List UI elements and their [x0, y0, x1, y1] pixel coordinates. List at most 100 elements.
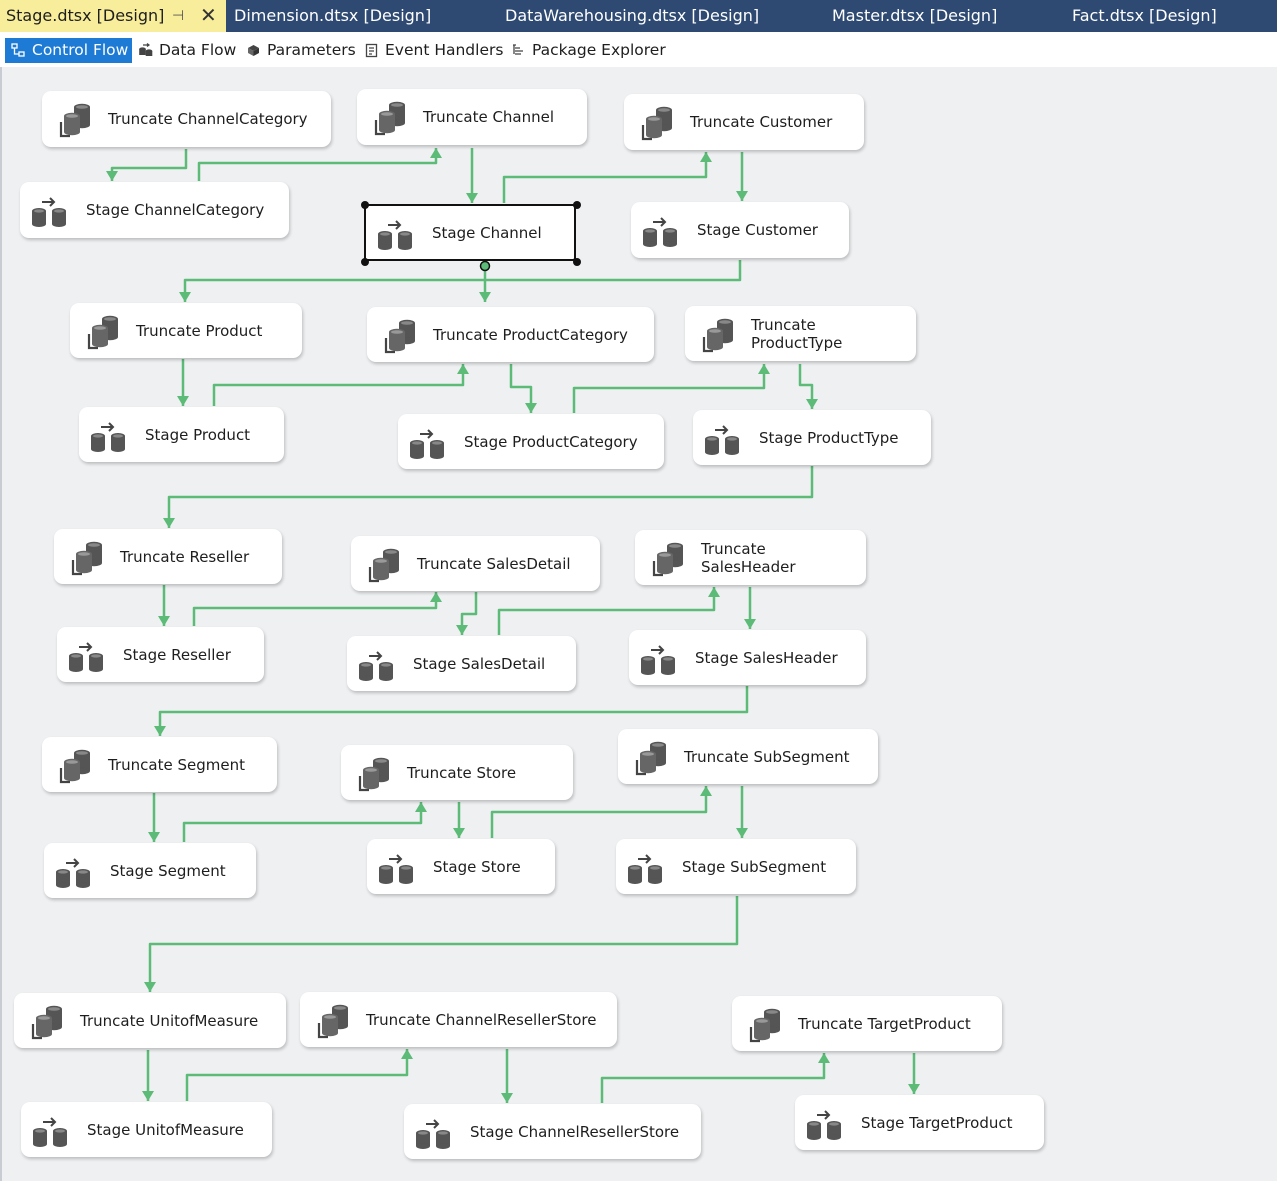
task-stage-subsegment[interactable]: Stage SubSegment	[616, 839, 856, 894]
doc-tab-stage[interactable]: Stage.dtsx [Design] ⊣ ✕	[0, 0, 226, 32]
execute-sql-task-icon	[628, 737, 672, 777]
precedence-constraint[interactable]	[142, 1050, 154, 1101]
task-label: Truncate TargetProduct	[798, 1014, 971, 1033]
task-stage-customer[interactable]: Stage Customer	[631, 202, 849, 258]
data-flow-task-icon	[805, 1103, 849, 1143]
precedence-constraint[interactable]	[106, 149, 188, 181]
precedence-constraint[interactable]	[144, 896, 739, 992]
precedence-constraint[interactable]	[466, 148, 478, 203]
precedence-constraint[interactable]	[154, 686, 749, 736]
tab-event-handlers[interactable]: Event Handlers	[358, 38, 511, 63]
doc-tab-master[interactable]: Master.dtsx [Design]	[826, 0, 997, 32]
document-tab-bar: Stage.dtsx [Design] ⊣ ✕ Dimension.dtsx […	[0, 0, 1277, 32]
precedence-constraint[interactable]	[600, 1053, 830, 1103]
execute-sql-task-icon	[742, 1004, 786, 1044]
constraint-anchor[interactable]	[479, 260, 491, 272]
precedence-constraint[interactable]	[212, 364, 469, 406]
doc-tab-dimension[interactable]: Dimension.dtsx [Design]	[228, 0, 431, 32]
data-flow-task-icon	[408, 422, 452, 462]
task-label: Truncate Customer	[690, 113, 833, 131]
task-label: Stage Channel	[432, 223, 542, 242]
task-truncate-reseller[interactable]: Truncate Reseller	[54, 529, 282, 584]
task-stage-segment[interactable]: Stage Segment	[44, 843, 256, 898]
selection-handle[interactable]	[573, 258, 581, 266]
precedence-constraint[interactable]	[158, 585, 170, 626]
selection-handle[interactable]	[361, 258, 369, 266]
task-truncate-channelresellerstore[interactable]: Truncate ChannelResellerStore	[300, 992, 617, 1047]
precedence-constraint[interactable]	[182, 802, 427, 842]
task-truncate-salesdetail[interactable]: Truncate SalesDetail	[351, 536, 600, 591]
task-stage-product[interactable]: Stage Product	[79, 407, 284, 462]
precedence-constraint[interactable]	[148, 793, 160, 842]
precedence-constraint[interactable]	[736, 786, 748, 838]
precedence-constraint[interactable]	[509, 364, 537, 413]
precedence-constraint[interactable]	[197, 148, 442, 181]
tab-label: Control Flow	[32, 41, 129, 59]
task-truncate-channel[interactable]: Truncate Channel	[357, 89, 587, 145]
doc-tab-label: DataWarehousing.dtsx [Design]	[505, 6, 760, 25]
precedence-constraint[interactable]	[798, 364, 818, 409]
precedence-constraint[interactable]	[456, 592, 478, 635]
designer-tab-bar	[0, 32, 1277, 67]
doc-tab-label: Fact.dtsx [Design]	[1072, 6, 1217, 25]
pin-icon[interactable]: ⊣	[172, 8, 185, 24]
precedence-constraint[interactable]	[744, 587, 756, 629]
task-stage-channelcategory[interactable]: Stage ChannelCategory	[20, 182, 289, 238]
task-stage-producttype[interactable]: Stage ProductType	[693, 410, 931, 465]
precedence-constraint[interactable]	[502, 152, 712, 203]
doc-tab-label: Master.dtsx [Design]	[832, 6, 998, 25]
data-flow-task-icon	[357, 644, 401, 684]
precedence-constraint[interactable]	[490, 786, 712, 838]
task-label: Truncate Product	[136, 321, 263, 340]
precedence-constraint[interactable]	[185, 1049, 413, 1101]
task-label: Truncate Store	[407, 763, 517, 782]
task-truncate-targetproduct[interactable]: Truncate TargetProduct	[732, 996, 1002, 1051]
task-stage-unitofmeasure[interactable]: Stage UnitofMeasure	[21, 1102, 272, 1157]
task-truncate-productcategory[interactable]: Truncate ProductCategory	[367, 307, 654, 362]
task-truncate-segment[interactable]: Truncate Segment	[42, 737, 277, 792]
precedence-constraint[interactable]	[177, 359, 189, 406]
precedence-constraint[interactable]	[736, 152, 748, 201]
task-stage-targetproduct[interactable]: Stage TargetProduct	[795, 1095, 1044, 1150]
task-truncate-customer[interactable]: Truncate Customer	[624, 94, 864, 150]
precedence-constraint[interactable]	[908, 1053, 920, 1094]
precedence-constraint[interactable]	[192, 592, 442, 626]
task-label: Truncate ChannelCategory	[108, 110, 308, 128]
task-truncate-unitofmeasure[interactable]: Truncate UnitofMeasure	[14, 993, 286, 1048]
task-stage-reseller[interactable]: Stage Reseller	[57, 627, 264, 682]
task-stage-productcategory[interactable]: Stage ProductCategory	[398, 414, 664, 469]
task-label: Truncate SubSegment	[684, 747, 850, 766]
selection-handle[interactable]	[361, 201, 369, 209]
precedence-constraint[interactable]	[163, 466, 814, 528]
task-truncate-subsegment[interactable]: Truncate SubSegment	[618, 729, 878, 784]
precedence-constraint[interactable]	[497, 587, 720, 635]
precedence-constraint[interactable]	[479, 266, 491, 302]
task-stage-store[interactable]: Stage Store	[367, 839, 555, 894]
precedence-constraint[interactable]	[572, 364, 770, 413]
task-stage-channel[interactable]: Stage Channel	[361, 201, 581, 266]
doc-tab-fact[interactable]: Fact.dtsx [Design]	[1066, 0, 1217, 32]
close-icon[interactable]: ✕	[200, 3, 217, 27]
task-label: Stage UnitofMeasure	[87, 1120, 244, 1139]
task-truncate-channelcategory[interactable]: Truncate ChannelCategory	[42, 91, 331, 147]
task-stage-channelresellerstore[interactable]: Stage ChannelResellerStore	[404, 1104, 701, 1159]
tab-control-flow[interactable]: Control Flow	[5, 38, 132, 63]
task-truncate-product[interactable]: Truncate Product	[70, 303, 302, 358]
task-label: Stage Reseller	[123, 645, 231, 664]
precedence-constraint[interactable]	[179, 260, 742, 302]
task-label: Truncate SalesDetail	[417, 554, 571, 573]
precedence-constraint[interactable]	[453, 802, 465, 838]
tab-package-explorer[interactable]: Package Explorer	[505, 38, 674, 63]
task-truncate-store[interactable]: Truncate Store	[341, 745, 573, 800]
task-stage-salesheader[interactable]: Stage SalesHeader	[629, 630, 866, 685]
task-stage-salesdetail[interactable]: Stage SalesDetail	[347, 636, 576, 691]
selection-handle[interactable]	[573, 201, 581, 209]
doc-tab-datawarehousing[interactable]: DataWarehousing.dtsx [Design]	[499, 0, 759, 32]
tab-parameters[interactable]: Parameters	[240, 38, 364, 63]
execute-sql-task-icon	[52, 745, 96, 785]
tab-data-flow[interactable]: Data Flow	[132, 38, 244, 63]
precedence-constraint[interactable]	[501, 1049, 513, 1103]
